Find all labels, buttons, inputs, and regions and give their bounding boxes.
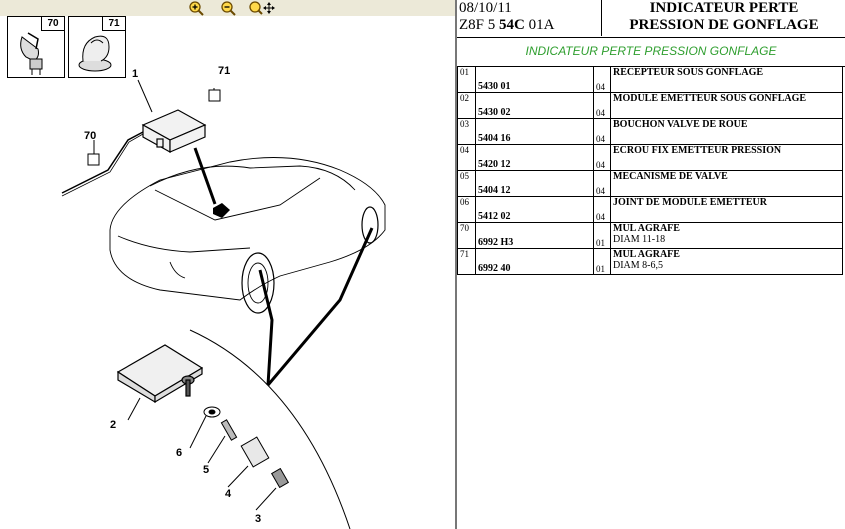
code-prefix: Z8F 5: [459, 17, 496, 33]
part-qty: 04: [593, 196, 611, 223]
part-index: 05: [457, 170, 476, 197]
car-outline: [109, 157, 386, 314]
callout-4: 4: [225, 488, 232, 500]
antenna-wire: [61, 131, 144, 197]
code-bold: 54C: [499, 17, 525, 33]
callout-71: 71: [218, 65, 230, 77]
part-ref[interactable]: 5430 01: [475, 66, 594, 93]
panel-divider[interactable]: [455, 0, 457, 529]
part-desc-text: RECEPTEUR SOUS GONFLAGE: [613, 67, 764, 78]
part-ref[interactable]: 5430 02: [475, 92, 594, 119]
parts-panel: 08/10/11 Z8F 5 54C 01A INDICATEUR PERTE …: [457, 0, 845, 529]
callout-70: 70: [84, 130, 96, 142]
part-desc-text: BOUCHON VALVE DE ROUE: [613, 119, 748, 130]
pointer-lines: [193, 147, 374, 386]
part-index: 04: [457, 144, 476, 171]
part-ref[interactable]: 6992 H3: [475, 222, 594, 249]
callout-6: 6: [176, 447, 182, 459]
valve-parts: [203, 406, 290, 489]
part-index: 70: [457, 222, 476, 249]
callout-boxes: [87, 89, 221, 166]
callout-labels: 1 71 70 2 6 5 4 3: [84, 65, 261, 525]
part-ref[interactable]: 5404 16: [475, 118, 594, 145]
part-desc-sub: DIAM 8-6,5: [613, 260, 663, 271]
part-index: 06: [457, 196, 476, 223]
part-qty: 04: [593, 144, 611, 171]
part-desc-text: MODULE EMETTEUR SOUS GONFLAGE: [613, 93, 807, 104]
part-desc-text: MUL AGRAFE: [613, 249, 680, 260]
part-desc: JOINT DE MODULE EMETTEUR: [610, 196, 843, 223]
part-qty: 01: [593, 248, 611, 275]
zoom-in-icon[interactable]: [188, 0, 206, 16]
part-desc: RECEPTEUR SOUS GONFLAGE: [610, 66, 843, 93]
part-ref[interactable]: 5420 12: [475, 144, 594, 171]
part-qty: 04: [593, 66, 611, 93]
part-desc: MODULE EMETTEUR SOUS GONFLAGE: [610, 92, 843, 119]
part-desc-text: MECANISME DE VALVE: [613, 171, 728, 182]
part-ref[interactable]: 5404 12: [475, 170, 594, 197]
callout-1: 1: [132, 68, 138, 80]
page-subtitle: INDICATEUR PERTE PRESSION GONFLAGE: [457, 37, 845, 67]
part-qty: 04: [593, 118, 611, 145]
header-code-block: 08/10/11 Z8F 5 54C 01A: [457, 0, 603, 36]
callout-3: 3: [255, 513, 261, 525]
receiver-module: [141, 109, 207, 154]
part-desc: BOUCHON VALVE DE ROUE: [610, 118, 843, 145]
zoom-toolbar: [0, 0, 455, 16]
table-row[interactable]: 01 5430 01 04 RECEPTEUR SOUS GONFLAGE: [457, 66, 843, 93]
clip-icon: [20, 32, 43, 75]
zoom-out-icon[interactable]: [220, 0, 238, 16]
thumbnail-number: 70: [41, 17, 64, 31]
part-qty: 04: [593, 92, 611, 119]
thumbnail-strip: 70 71: [7, 16, 126, 79]
page-title: INDICATEUR PERTE PRESSION DE GONFLAGE: [601, 0, 845, 36]
exploded-diagram: 1 71 70 2 6 5 4 3: [61, 65, 386, 529]
part-desc-text: MUL AGRAFE: [613, 223, 680, 234]
part-desc-text: JOINT DE MODULE EMETTEUR: [613, 197, 768, 208]
part-index: 02: [457, 92, 476, 119]
part-ref[interactable]: 6992 40: [475, 248, 594, 275]
callout-2: 2: [110, 419, 116, 431]
clip-icon: [78, 35, 112, 72]
code-suffix: 01A: [528, 17, 555, 33]
table-row[interactable]: 05 5404 12 04 MECANISME DE VALVE: [457, 170, 843, 197]
thumbnail-number: 71: [102, 17, 125, 31]
parts-table: 01 5430 01 04 RECEPTEUR SOUS GONFLAGE 02…: [457, 66, 843, 275]
part-qty: 04: [593, 170, 611, 197]
part-ref[interactable]: 5412 02: [475, 196, 594, 223]
part-index: 03: [457, 118, 476, 145]
receiver-location-marker: [213, 203, 230, 218]
table-row[interactable]: 06 5412 02 04 JOINT DE MODULE EMETTEUR: [457, 196, 843, 223]
leader-lines: [93, 79, 277, 511]
header-date: 08/10/11: [459, 0, 512, 16]
part-index: 71: [457, 248, 476, 275]
part-desc: MECANISME DE VALVE: [610, 170, 843, 197]
table-row[interactable]: 03 5404 16 04 BOUCHON VALVE DE ROUE: [457, 118, 843, 145]
diagram-panel: 70 71: [0, 0, 455, 529]
zoom-pan-icon[interactable]: [248, 0, 276, 16]
table-row[interactable]: 04 5420 12 04 ECROU FIX EMETTEUR PRESSIO…: [457, 144, 843, 171]
part-index: 01: [457, 66, 476, 93]
callout-5: 5: [203, 464, 209, 476]
header-code: Z8F 5 54C 01A: [459, 17, 603, 34]
title-line-2: PRESSION DE GONFLAGE: [629, 17, 819, 33]
part-desc-sub: DIAM 11-18: [613, 234, 666, 245]
wheel-arc: [189, 329, 351, 529]
thumbnail-70[interactable]: 70: [7, 16, 65, 78]
part-desc: ECROU FIX EMETTEUR PRESSION: [610, 144, 843, 171]
table-row[interactable]: 02 5430 02 04 MODULE EMETTEUR SOUS GONFL…: [457, 92, 843, 119]
thumbnail-71[interactable]: 71: [68, 16, 126, 78]
transmitter-module: [116, 344, 204, 404]
title-line-1: INDICATEUR PERTE: [649, 0, 799, 16]
part-qty: 01: [593, 222, 611, 249]
part-desc-text: ECROU FIX EMETTEUR PRESSION: [613, 145, 782, 156]
